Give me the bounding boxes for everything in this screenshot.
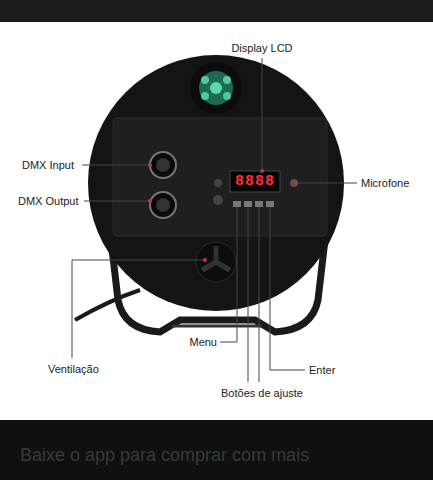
part-label: Microfone (361, 177, 409, 190)
part-label: Menu (189, 336, 217, 349)
bottom-bar (0, 420, 433, 480)
button (255, 201, 263, 207)
display-digits: 8888 (235, 173, 275, 190)
lcd-display (230, 171, 280, 192)
fan (196, 242, 236, 282)
fan-blades (202, 246, 230, 270)
part-label: Enter (309, 364, 335, 377)
app-banner-text: Baixe o app para comprar com mais (20, 444, 309, 466)
control-panel (113, 118, 327, 236)
led-cluster (199, 71, 233, 105)
microphone (290, 179, 298, 187)
screw (213, 195, 223, 205)
top-bar (0, 0, 433, 22)
button (266, 201, 274, 207)
dmx-connector (150, 152, 176, 178)
dmx-pins (156, 158, 170, 172)
led (223, 92, 231, 100)
power-cable (75, 290, 140, 320)
button (233, 201, 241, 207)
led (210, 82, 222, 94)
led-window (190, 62, 242, 114)
led (201, 76, 209, 84)
led (223, 76, 231, 84)
dmx-connector (150, 192, 176, 218)
led (201, 92, 209, 100)
dmx-pins (156, 198, 170, 212)
screw (214, 179, 222, 187)
part-label: DMX Input (22, 159, 74, 172)
part-label: DMX Output (18, 195, 79, 208)
leader-lines (72, 58, 357, 382)
part-label: Ventilação (48, 363, 99, 376)
leader-dots (148, 163, 298, 262)
part-label: Botões de ajuste (221, 387, 303, 400)
part-label: Display LCD (231, 42, 292, 55)
button (244, 201, 252, 207)
